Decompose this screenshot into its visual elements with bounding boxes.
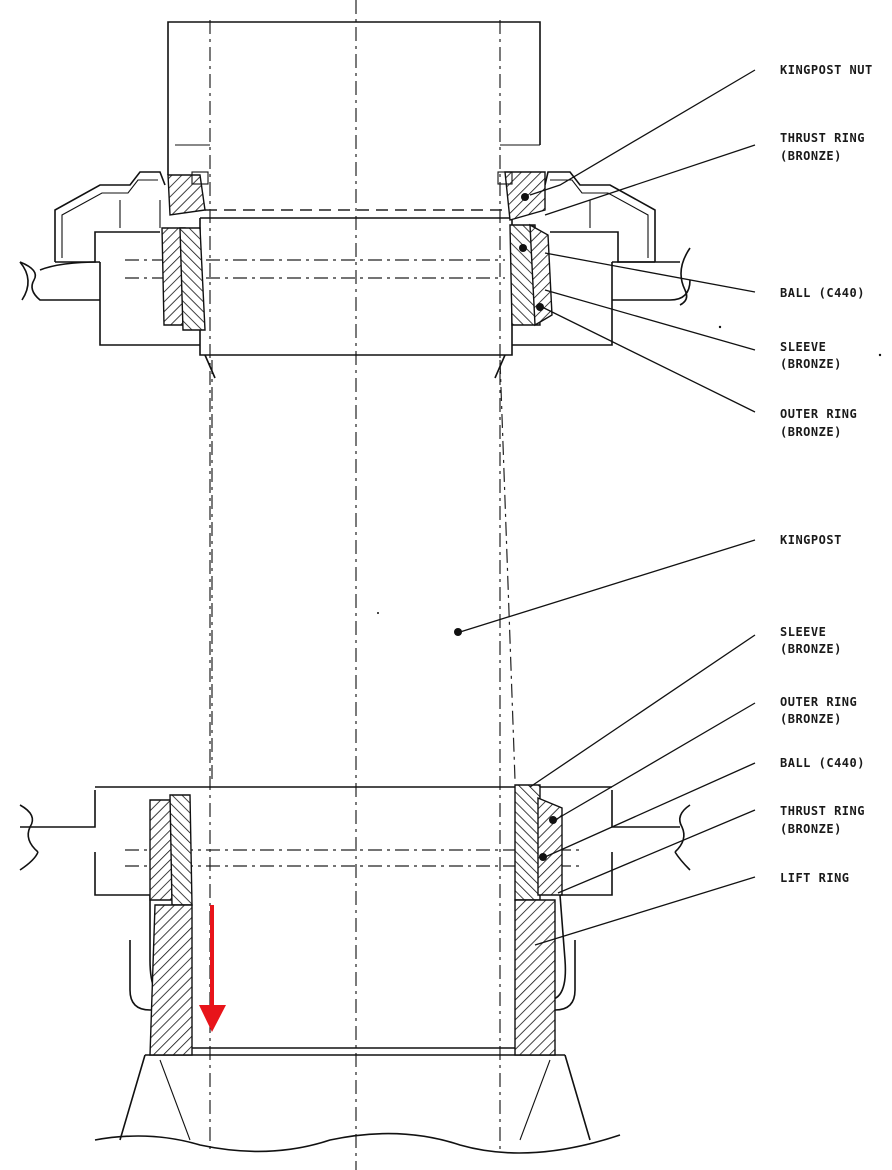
label-kingpost-nut: KINGPOST NUT [780,63,873,77]
label-sleeve-top: SLEEVE [780,340,826,354]
upper-housing [19,171,691,379]
lower-housing [19,786,691,1154]
kingpost-nut-shape [167,21,541,211]
label-sleeve-top-material: (BRONZE) [780,357,842,371]
lower-right-bearing [514,784,563,1056]
label-thrust-ring-top: THRUST RING [780,131,865,145]
label-thrust-ring-bottom: THRUST RING [780,804,865,818]
label-outer-ring-top-material: (BRONZE) [780,425,842,439]
down-arrow-red [199,905,226,1032]
label-outer-ring-bottom: OUTER RING [780,695,857,709]
label-ball-bottom: BALL (C440) [780,756,865,770]
label-lift-ring: LIFT RING [780,871,850,885]
leader-lines [454,69,756,946]
label-thrust-ring-top-material: (BRONZE) [780,149,842,163]
upper-left-bearing [161,171,209,331]
scan-specks [377,325,882,614]
lower-left-bearing [149,794,193,1056]
label-ball-top: BALL (C440) [780,286,865,300]
upper-right-bearing [497,171,553,327]
label-sleeve-bottom: SLEEVE [780,625,826,639]
label-outer-ring-top: OUTER RING [780,407,857,421]
label-outer-ring-bottom-material: (BRONZE) [780,712,842,726]
label-sleeve-bottom-material: (BRONZE) [780,642,842,656]
label-thrust-ring-bottom-material: (BRONZE) [780,822,842,836]
label-kingpost: KINGPOST [780,533,842,547]
labels: KINGPOST NUT THRUST RING (BRONZE) BALL (… [780,63,873,885]
centerlines [209,0,516,1170]
